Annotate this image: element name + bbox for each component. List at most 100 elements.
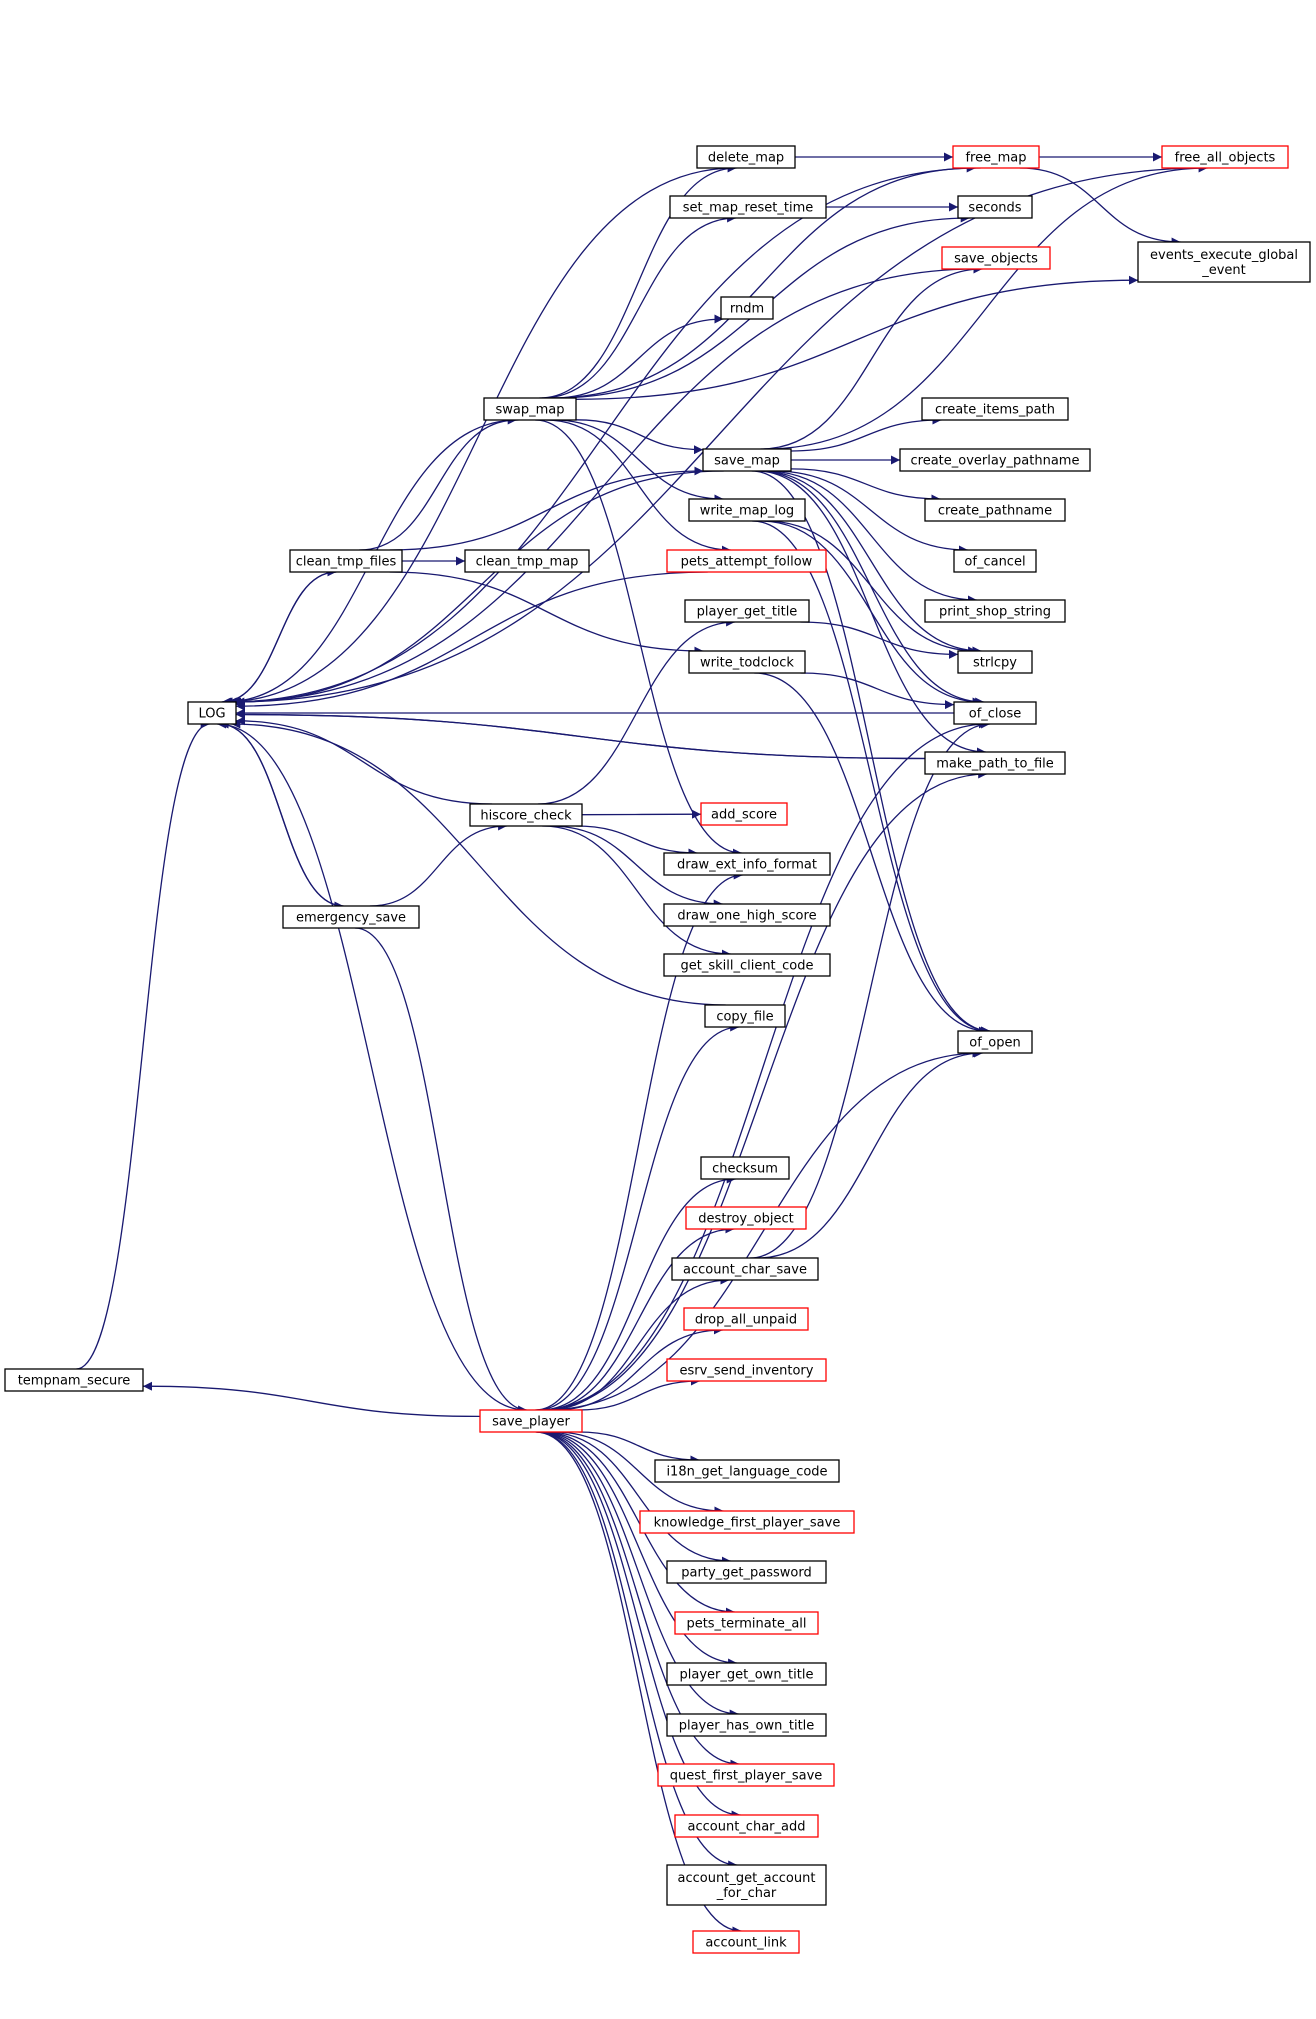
edge-make_path_to_file-to-LOG [235,710,926,760]
node-label: drop_all_unpaid [695,1313,797,1328]
edge-save_player-to-checksum [540,1174,736,1411]
edge-hiscore_check-to-get_skill_client_code [542,825,731,959]
node-box [666,1713,827,1737]
node-player-has-own-title[interactable]: player_has_own_title [666,1713,827,1737]
node-box [704,1004,786,1028]
edge-save_player-to-destroy_object [542,1224,735,1411]
node-write-todclock[interactable]: write_todclock [688,650,806,674]
edge-hiscore_check-to-player_get_title [537,617,736,805]
node-label: LOG [198,707,225,722]
node-emergency-save[interactable]: emergency_save [282,905,420,929]
node-free-map[interactable]: free_map [952,145,1040,169]
node-label: emergency_save [296,911,406,926]
node-save-objects[interactable]: save_objects [941,246,1051,270]
edge-save_player-to-of_close [538,719,988,1411]
node-box [924,599,1066,623]
node-of-cancel[interactable]: of_cancel [953,549,1037,573]
edge-save_player-to-player_get_own_title [540,1431,738,1668]
node-label: of_cancel [964,555,1025,570]
edge-save_map-to-strlcpy [760,470,982,656]
node-save-map[interactable]: save_map [702,448,792,472]
node-label: _for_char [716,1886,777,1901]
node-drop-all-unpaid[interactable]: drop_all_unpaid [683,1307,809,1331]
node-knowledge-first-player-save[interactable]: knowledge_first_player_save [639,1510,855,1534]
node-rndm[interactable]: rndm [720,296,774,320]
node-write-map-log[interactable]: write_map_log [688,498,806,522]
node-delete-map[interactable]: delete_map [696,145,796,169]
node-player-get-title[interactable]: player_get_title [684,599,810,623]
edge-emergency_save-to-hiscore_check [369,821,508,907]
edge-swap_map-to-write_map_log [553,419,724,504]
node-pets-attempt-follow[interactable]: pets_attempt_follow [666,549,827,573]
node-box [720,296,774,320]
node-box [684,599,810,623]
node-account-char-add[interactable]: account_char_add [674,1814,819,1838]
node-player-get-own-title[interactable]: player_get_own_title [666,1662,827,1686]
node-seconds[interactable]: seconds [957,195,1033,219]
node-box [957,650,1033,674]
node-esrv-send-inventory[interactable]: esrv_send_inventory [666,1358,827,1382]
node-label: delete_map [708,151,784,166]
node-label: clean_tmp_files [296,555,397,570]
node-create-pathname[interactable]: create_pathname [924,498,1066,522]
node-label: copy_file [716,1010,773,1025]
node-box [696,145,796,169]
node-tempnam-secure[interactable]: tempnam_secure [4,1368,144,1392]
node-account-link[interactable]: account_link [692,1930,800,1954]
node-label: draw_one_high_score [677,909,816,924]
node-label: account_get_account [678,1871,816,1886]
node-LOG[interactable]: LOG [187,701,237,725]
node-label: player_has_own_title [679,1719,815,1734]
node-strlcpy[interactable]: strlcpy [957,650,1033,674]
node-set-map-reset-time[interactable]: set_map_reset_time [669,195,827,219]
node-box [899,448,1091,472]
node-account-char-save[interactable]: account_char_save [671,1257,819,1281]
node-label: tempnam_secure [18,1374,131,1389]
edge-save_map-to-of_cancel [773,470,969,555]
node-label: draw_ext_info_format [677,858,817,873]
node-box [957,1030,1033,1054]
node-label: esrv_send_inventory [680,1364,814,1379]
edge-save_map-to-save_objects [760,264,983,450]
edge-save_player-to-esrv_send_inventory [577,1376,701,1411]
node-checksum[interactable]: checksum [700,1156,790,1180]
node-swap-map[interactable]: swap_map [483,397,577,421]
node-draw-ext-info-format[interactable]: draw_ext_info_format [663,852,831,876]
node-draw-one-high-score[interactable]: draw_one_high_score [663,903,831,927]
edge-save_map-to-create_items_path [790,415,942,452]
node-make-path-to-file[interactable]: make_path_to_file [924,751,1066,775]
node-create-overlay-pathname[interactable]: create_overlay_pathname [899,448,1091,472]
node-box [700,1156,790,1180]
node-events-execute-global-event[interactable]: events_execute_global_event [1137,241,1311,283]
node-party-get-password[interactable]: party_get_password [666,1560,827,1584]
edge-save_player-to-account_get_account_for_char [536,1431,738,1870]
node-add-score[interactable]: add_score [700,802,788,826]
node-clean-tmp-map[interactable]: clean_tmp_map [464,549,590,573]
edge-save_player-to-tempnam_secure [142,1381,481,1418]
node-quest-first-player-save[interactable]: quest_first_player_save [657,1763,835,1787]
node-clean-tmp-files[interactable]: clean_tmp_files [289,549,403,573]
node-box [663,852,831,876]
node-hiscore-check[interactable]: hiscore_check [469,803,583,827]
node-get-skill-client-code[interactable]: get_skill_client_code [663,953,831,977]
node-destroy-object[interactable]: destroy_object [685,1206,807,1230]
edge-layer [76,152,1208,1936]
node-label: account_char_add [688,1820,806,1835]
node-copy-file[interactable]: copy_file [704,1004,786,1028]
edge-save_map-to-print_shop_string [765,470,977,605]
node-box [685,1206,807,1230]
node-label: events_execute_global [1150,248,1298,263]
edge-clean_tmp_files-to-save_map [389,466,704,551]
node-label: account_link [705,1936,787,1951]
node-of-close[interactable]: of_close [953,701,1037,725]
node-create-items-path[interactable]: create_items_path [921,397,1069,421]
node-of-open[interactable]: of_open [957,1030,1033,1054]
edge-save_map-to-free_all_objects [764,163,1208,450]
node-i18n-get-language-code[interactable]: i18n_get_language_code [654,1459,840,1483]
edge-save_player-to-knowledge_first_player_save [554,1431,724,1516]
node-account-get-account-for-char[interactable]: account_get_account_for_char [666,1864,827,1906]
node-print-shop-string[interactable]: print_shop_string [924,599,1066,623]
node-save-player[interactable]: save_player [479,1409,583,1433]
node-pets-terminate-all[interactable]: pets_terminate_all [674,1611,819,1635]
node-free-all-objects[interactable]: free_all_objects [1161,145,1289,169]
